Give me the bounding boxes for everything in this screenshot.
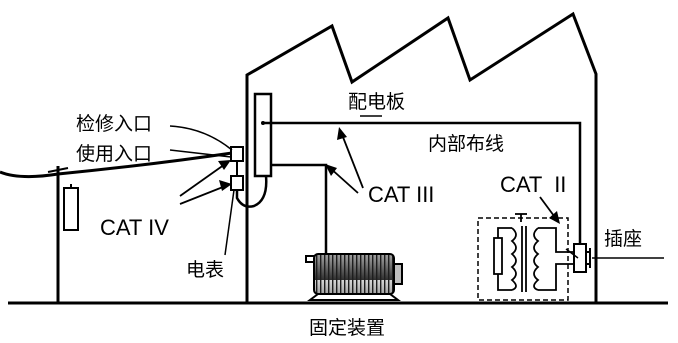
- service-entrance-box: [230, 146, 244, 162]
- pole-transformer: [63, 187, 79, 231]
- label-outlet: 插座: [604, 228, 642, 250]
- label-meter: 电表: [186, 259, 224, 281]
- service-drop-wire: [0, 151, 233, 179]
- equipment-wiring: [271, 163, 328, 254]
- label-internal-wiring: 内部布线: [428, 133, 504, 155]
- distribution-board: [253, 92, 273, 178]
- arrows: [179, 127, 560, 224]
- leader-lines: [169, 115, 664, 259]
- building-outline: [245, 11, 598, 303]
- label-service-entrance: 使用入口: [76, 143, 152, 165]
- label-cat-iv: CAT IV: [100, 215, 169, 240]
- label-distribution-board: 配电板: [348, 91, 405, 113]
- meter-box: [230, 175, 244, 191]
- label-fixed-equipment: 固定装置: [309, 317, 385, 339]
- utility-pole: [47, 166, 79, 303]
- label-cat-iii: CAT III: [368, 182, 434, 207]
- internal-wiring: [263, 121, 582, 246]
- label-inspection-entrance: 检修入口: [76, 113, 152, 135]
- outlet: [573, 243, 587, 273]
- meter-to-board-wire: [235, 175, 268, 208]
- cat-ii-appliance-box: [477, 217, 569, 301]
- label-cat-ii: CAT II: [500, 172, 566, 197]
- motor: [305, 253, 403, 301]
- appliance-transformer: [493, 213, 574, 292]
